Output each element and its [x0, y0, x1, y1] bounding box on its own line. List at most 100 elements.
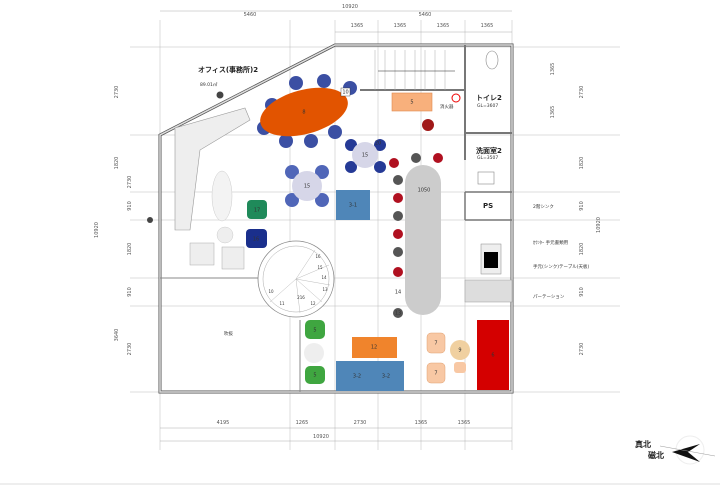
dim-right: 1365 [550, 63, 556, 76]
true-north-label: 真北 [635, 439, 651, 449]
dim-bottom-total: 10920 [313, 434, 329, 440]
dim-right: 1365 [550, 106, 556, 119]
seat-7b [426, 362, 446, 384]
stools [389, 119, 443, 318]
extinguisher-icon [451, 93, 461, 103]
ottoman [454, 362, 466, 373]
spiral-stair [257, 240, 335, 318]
side-table-round [216, 226, 234, 244]
washbasin [477, 171, 495, 185]
dim-left: 910 [127, 287, 133, 297]
room-name: オフィス(事務所)2 [198, 65, 258, 74]
shelf-number: 5 [410, 100, 413, 106]
box-3-2b-number: 3-2 [382, 374, 390, 380]
meeting-table [260, 87, 348, 137]
chairs-table-a [285, 165, 329, 207]
stair-step: 10 [268, 289, 274, 294]
tag-10-text: 10 [342, 90, 348, 96]
ps-label: PS [483, 202, 493, 210]
extinguisher-label: 消火器 [440, 103, 454, 110]
chair-17 [247, 200, 267, 219]
dim-top-sub: 1365 [437, 23, 450, 29]
dim-bottom: 1365 [415, 420, 428, 426]
dim-right: 1820 [579, 157, 585, 170]
box-3-1-number: 3-1 [349, 203, 357, 209]
dim-top-left: 5460 [244, 12, 257, 18]
counter [405, 165, 441, 315]
dim-left: 910 [127, 201, 133, 211]
dim-right: 2730 [579, 343, 585, 356]
armchair [189, 242, 215, 266]
dim-bottom: 2730 [354, 420, 367, 426]
dim-right: 910 [579, 201, 585, 211]
dim-top-sub: 1365 [394, 23, 407, 29]
dim-right: 1820 [579, 243, 585, 256]
stair-step: 15 [317, 265, 323, 270]
table-b [352, 142, 378, 168]
box-3-2a-number: 3-2 [353, 374, 361, 380]
dimensions: 10920 5460 5460 1365 1365 1365 1365 4195… [94, 4, 602, 442]
stair-step: 16 [315, 254, 321, 259]
note-table: 手元(シンク)テーブル(天板) [533, 263, 589, 270]
dim-left-total: 10920 [94, 222, 100, 238]
note-sink: 2階シンク [533, 203, 554, 210]
shelf [391, 92, 433, 112]
chair-5a [305, 320, 325, 339]
chair-5b-number: 5 [313, 373, 316, 379]
bench-12 [352, 337, 397, 358]
stool-14: 14 [395, 290, 401, 296]
magnetic-north-label: 磁北 [648, 450, 664, 460]
stair-step: 11 [279, 301, 285, 306]
dim-top-sub: 1365 [351, 23, 364, 29]
column-marker-icon [216, 91, 224, 99]
dim-top-right: 5460 [419, 12, 432, 18]
counter-dim: 1050 [418, 188, 431, 194]
seat-7b-number: 7 [434, 371, 437, 377]
stair-step: 13 [322, 287, 328, 292]
dim-bottom: 1365 [458, 420, 471, 426]
bench-12-number: 12 [371, 345, 377, 351]
meeting-table-number: 8 [302, 110, 305, 116]
stairs-straight [374, 50, 455, 90]
side-table [211, 170, 233, 222]
chair-5b [305, 366, 325, 384]
north-arrow-icon [659, 435, 716, 465]
note-counter: ｶｳﾝﾀｰ 手元書類用 [533, 239, 568, 246]
dim-top-sub: 1365 [481, 23, 494, 29]
stair-label: 216 [297, 295, 305, 300]
dim-right: 910 [579, 287, 585, 297]
dim-left: 2730 [127, 176, 133, 189]
stair-step: 12 [310, 301, 316, 306]
chair-16-number: 16 [253, 237, 259, 243]
toilet-label: トイレ2 [476, 94, 502, 102]
box-3-2 [336, 361, 404, 391]
void-label: 吹抜 [224, 330, 233, 337]
box-3-1 [336, 190, 370, 220]
chair-20: 20 [375, 141, 381, 147]
tag-10 [340, 87, 351, 97]
bench-sofa [174, 107, 251, 231]
seat-7a-number: 7 [434, 341, 437, 347]
sofa-6-number: 6 [491, 353, 494, 359]
table-a [292, 171, 322, 201]
dim-left: 3640 [114, 329, 120, 342]
dim-right: 2730 [579, 86, 585, 99]
side-table-round [304, 343, 324, 363]
toilet-fixture [485, 50, 499, 70]
dim-bottom: 4195 [217, 420, 230, 426]
table-b-number: 15 [362, 153, 368, 159]
seat-9 [450, 340, 470, 360]
dim-right-total: 10920 [596, 217, 602, 233]
seat-7a [426, 332, 446, 354]
room-area: 89.01㎡ [200, 81, 218, 88]
chair-17-number: 17 [254, 208, 260, 214]
sofa-6 [477, 320, 509, 390]
toilet-gl: GL=3607 [477, 103, 498, 109]
note-partition: パーテーション [533, 294, 565, 300]
washroom-gl: GL=3507 [477, 155, 498, 161]
chair-5a-number: 5 [313, 328, 316, 334]
stair-step: 14 [321, 275, 327, 280]
dim-left: 2730 [114, 86, 120, 99]
table-a-number: 15 [304, 184, 310, 190]
